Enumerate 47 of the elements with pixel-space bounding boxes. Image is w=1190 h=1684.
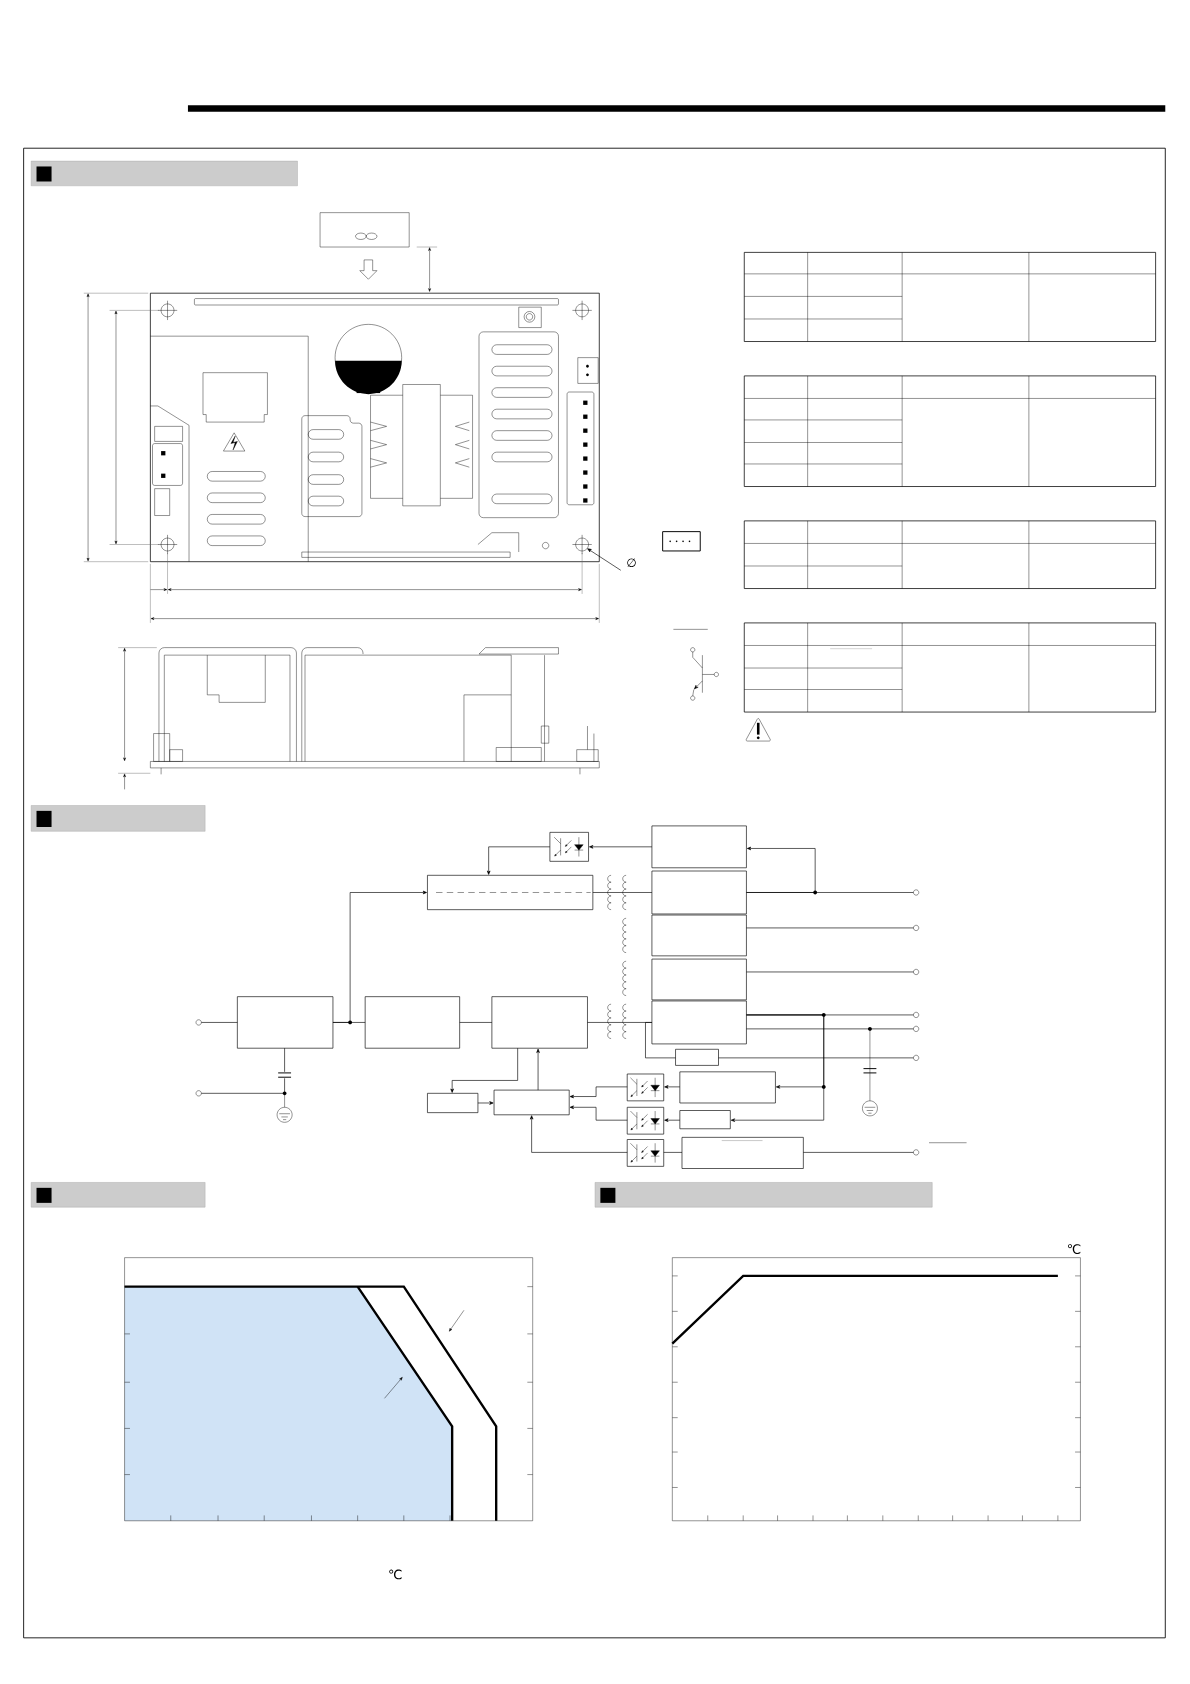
- block-box: [493, 1089, 570, 1116]
- block-box: [651, 870, 747, 915]
- block-box: [679, 1071, 776, 1104]
- block-box: [427, 1093, 479, 1113]
- optocoupler-box: [626, 1073, 665, 1102]
- block-box: [651, 958, 747, 1001]
- arrow: [536, 1048, 540, 1091]
- block-box: [427, 874, 594, 910]
- block-box: [675, 1048, 719, 1066]
- block-box: [679, 1110, 731, 1130]
- leader-line: [587, 548, 622, 571]
- block-box: [651, 825, 747, 869]
- unit-label: ℃: [1068, 1244, 1081, 1254]
- block-box: [651, 1000, 747, 1045]
- block-box: [681, 1137, 804, 1169]
- connector-line: [803, 1152, 914, 1153]
- filter-box: [237, 996, 334, 1049]
- arrow: [529, 1115, 628, 1153]
- block-box: [491, 996, 588, 1049]
- connector-line: [746, 1028, 914, 1030]
- connector-line: [201, 1047, 285, 1094]
- arrow: [664, 1085, 681, 1089]
- mounting-hole: [572, 534, 592, 555]
- diameter-label: ∅: [627, 558, 636, 568]
- unit-label: ℃: [389, 1569, 402, 1580]
- block-box: [651, 914, 747, 957]
- arrow: [569, 1105, 628, 1121]
- optocoupler-box: [549, 832, 589, 862]
- connector-line: [459, 1022, 493, 1023]
- connector-line: [663, 1152, 683, 1153]
- arrow: [486, 846, 551, 875]
- arrow: [730, 1014, 825, 1122]
- connector-line: [746, 971, 914, 973]
- arrow: [450, 1047, 518, 1093]
- arrow: [746, 846, 816, 893]
- connector-line: [201, 1022, 238, 1023]
- optocoupler-box: [626, 1106, 665, 1135]
- arrow: [664, 1118, 681, 1122]
- arrow: [569, 1086, 628, 1099]
- arrow: [589, 845, 653, 849]
- connector-line: [645, 1022, 676, 1059]
- connector-line: [746, 927, 914, 929]
- arrow: [477, 1101, 494, 1105]
- block-box: [364, 996, 460, 1049]
- connector-line: [592, 892, 653, 893]
- optocoupler-box: [626, 1139, 665, 1167]
- arrow: [332, 890, 427, 1023]
